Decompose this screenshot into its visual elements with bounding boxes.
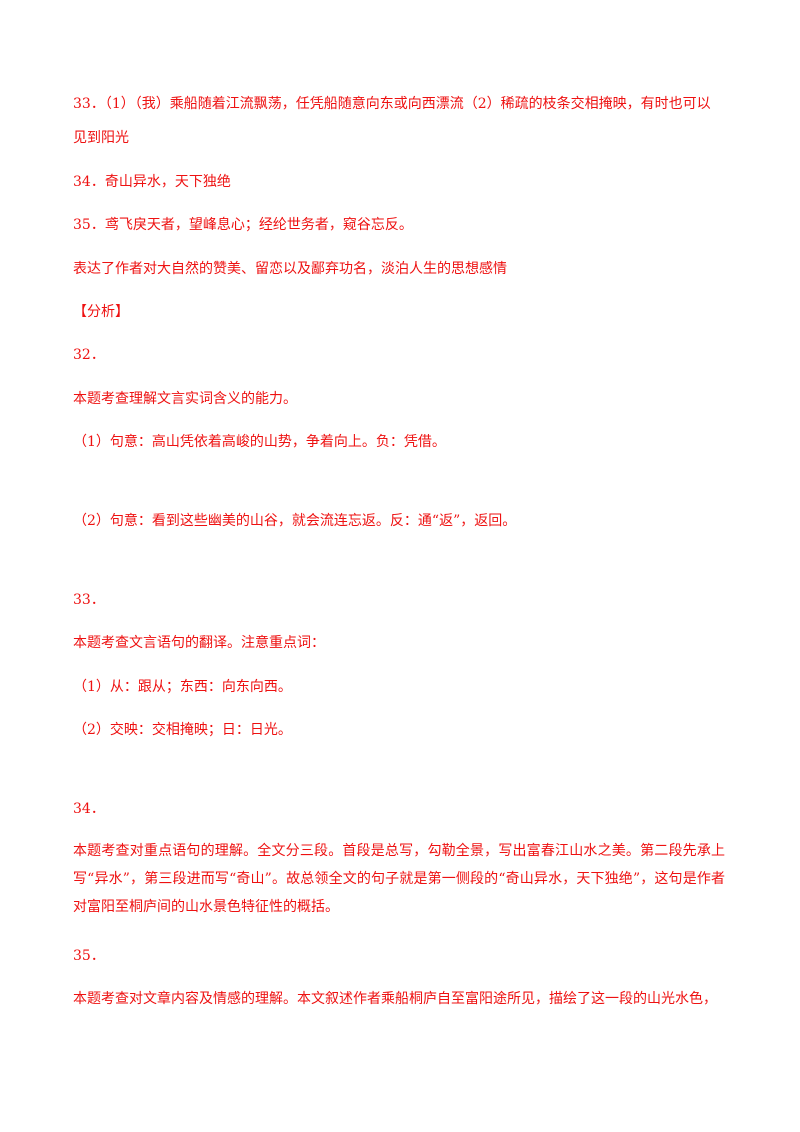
analysis-q32-item-2: （2）句意：看到这些幽美的山谷，就会流连忘返。反：通“返”，返回。 xyxy=(73,513,517,529)
analysis-q35-number: 35． xyxy=(73,948,105,964)
analysis-q34-text: 本题考查对重点语句的理解。全文分三段。首段是总写，勾勒全景，写出富春江山水之美。… xyxy=(73,843,725,915)
analysis-q33-number: 33． xyxy=(73,592,105,608)
analysis-q33-intro: 本题考查文言语句的翻译。注意重点词： xyxy=(73,635,325,651)
analysis-q35-text: 本题考查对文章内容及情感的理解。本文叙述作者乘船桐庐自至富阳途所见，描绘了这一段… xyxy=(73,991,717,1007)
answer-35-feeling: 表达了作者对大自然的赞美、留恋以及鄙弃功名，淡泊人生的思想感情 xyxy=(73,261,507,277)
answer-34: 34．奇山异水，天下独绝 xyxy=(73,174,231,190)
answer-33-line-2: 见到阳光 xyxy=(73,130,129,146)
analysis-heading: 【分析】 xyxy=(73,304,129,320)
analysis-q34-number: 34． xyxy=(73,801,105,817)
answer-35: 35．鸢飞戾天者，望峰息心；经纶世务者，窥谷忘反。 xyxy=(73,217,413,233)
analysis-q33-item-1: （1）从：跟从；东西：向东向西。 xyxy=(73,679,292,695)
analysis-q32-item-1: （1）句意：高山凭依着高峻的山势，争着向上。负：凭借。 xyxy=(73,434,446,450)
answer-33-line-1: 33．（1）（我）乘船随着江流飘荡，任凭船随意向东或向西漂流（2）稀疏的枝条交相… xyxy=(73,96,711,112)
analysis-q33-item-2: （2）交映：交相掩映；日：日光。 xyxy=(73,722,292,738)
analysis-q32-number: 32． xyxy=(73,347,105,363)
analysis-q32-intro: 本题考查理解文言实词含义的能力。 xyxy=(73,391,297,407)
